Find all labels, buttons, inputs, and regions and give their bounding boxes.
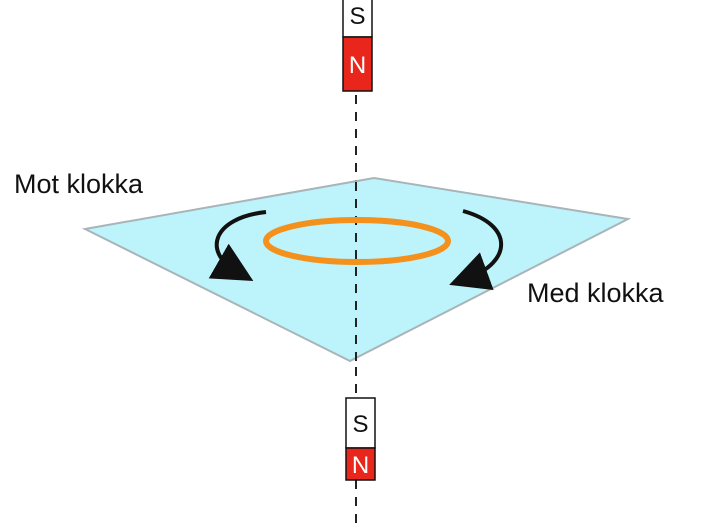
bottom-magnet-south-label: S: [352, 411, 368, 438]
top-magnet: S N: [342, 0, 373, 92]
clockwise-label: Med klokka: [527, 278, 664, 308]
top-magnet-north-label: N: [349, 52, 366, 79]
conducting-ring: [263, 217, 451, 265]
bottom-magnet-north-label: N: [352, 452, 369, 479]
top-magnet-north-pole: [342, 36, 373, 92]
counterclockwise-label: Mot klokka: [14, 169, 144, 199]
counterclockwise-arrow-icon: [208, 210, 267, 281]
top-magnet-south-label: S: [349, 3, 365, 30]
bottom-magnet-north-pole: [345, 447, 376, 481]
clockwise-arrow-icon: [449, 209, 504, 290]
bottom-magnet-south-pole: [345, 397, 376, 449]
top-magnet-south-pole: [342, 0, 373, 38]
bottom-magnet: S N: [345, 397, 376, 481]
